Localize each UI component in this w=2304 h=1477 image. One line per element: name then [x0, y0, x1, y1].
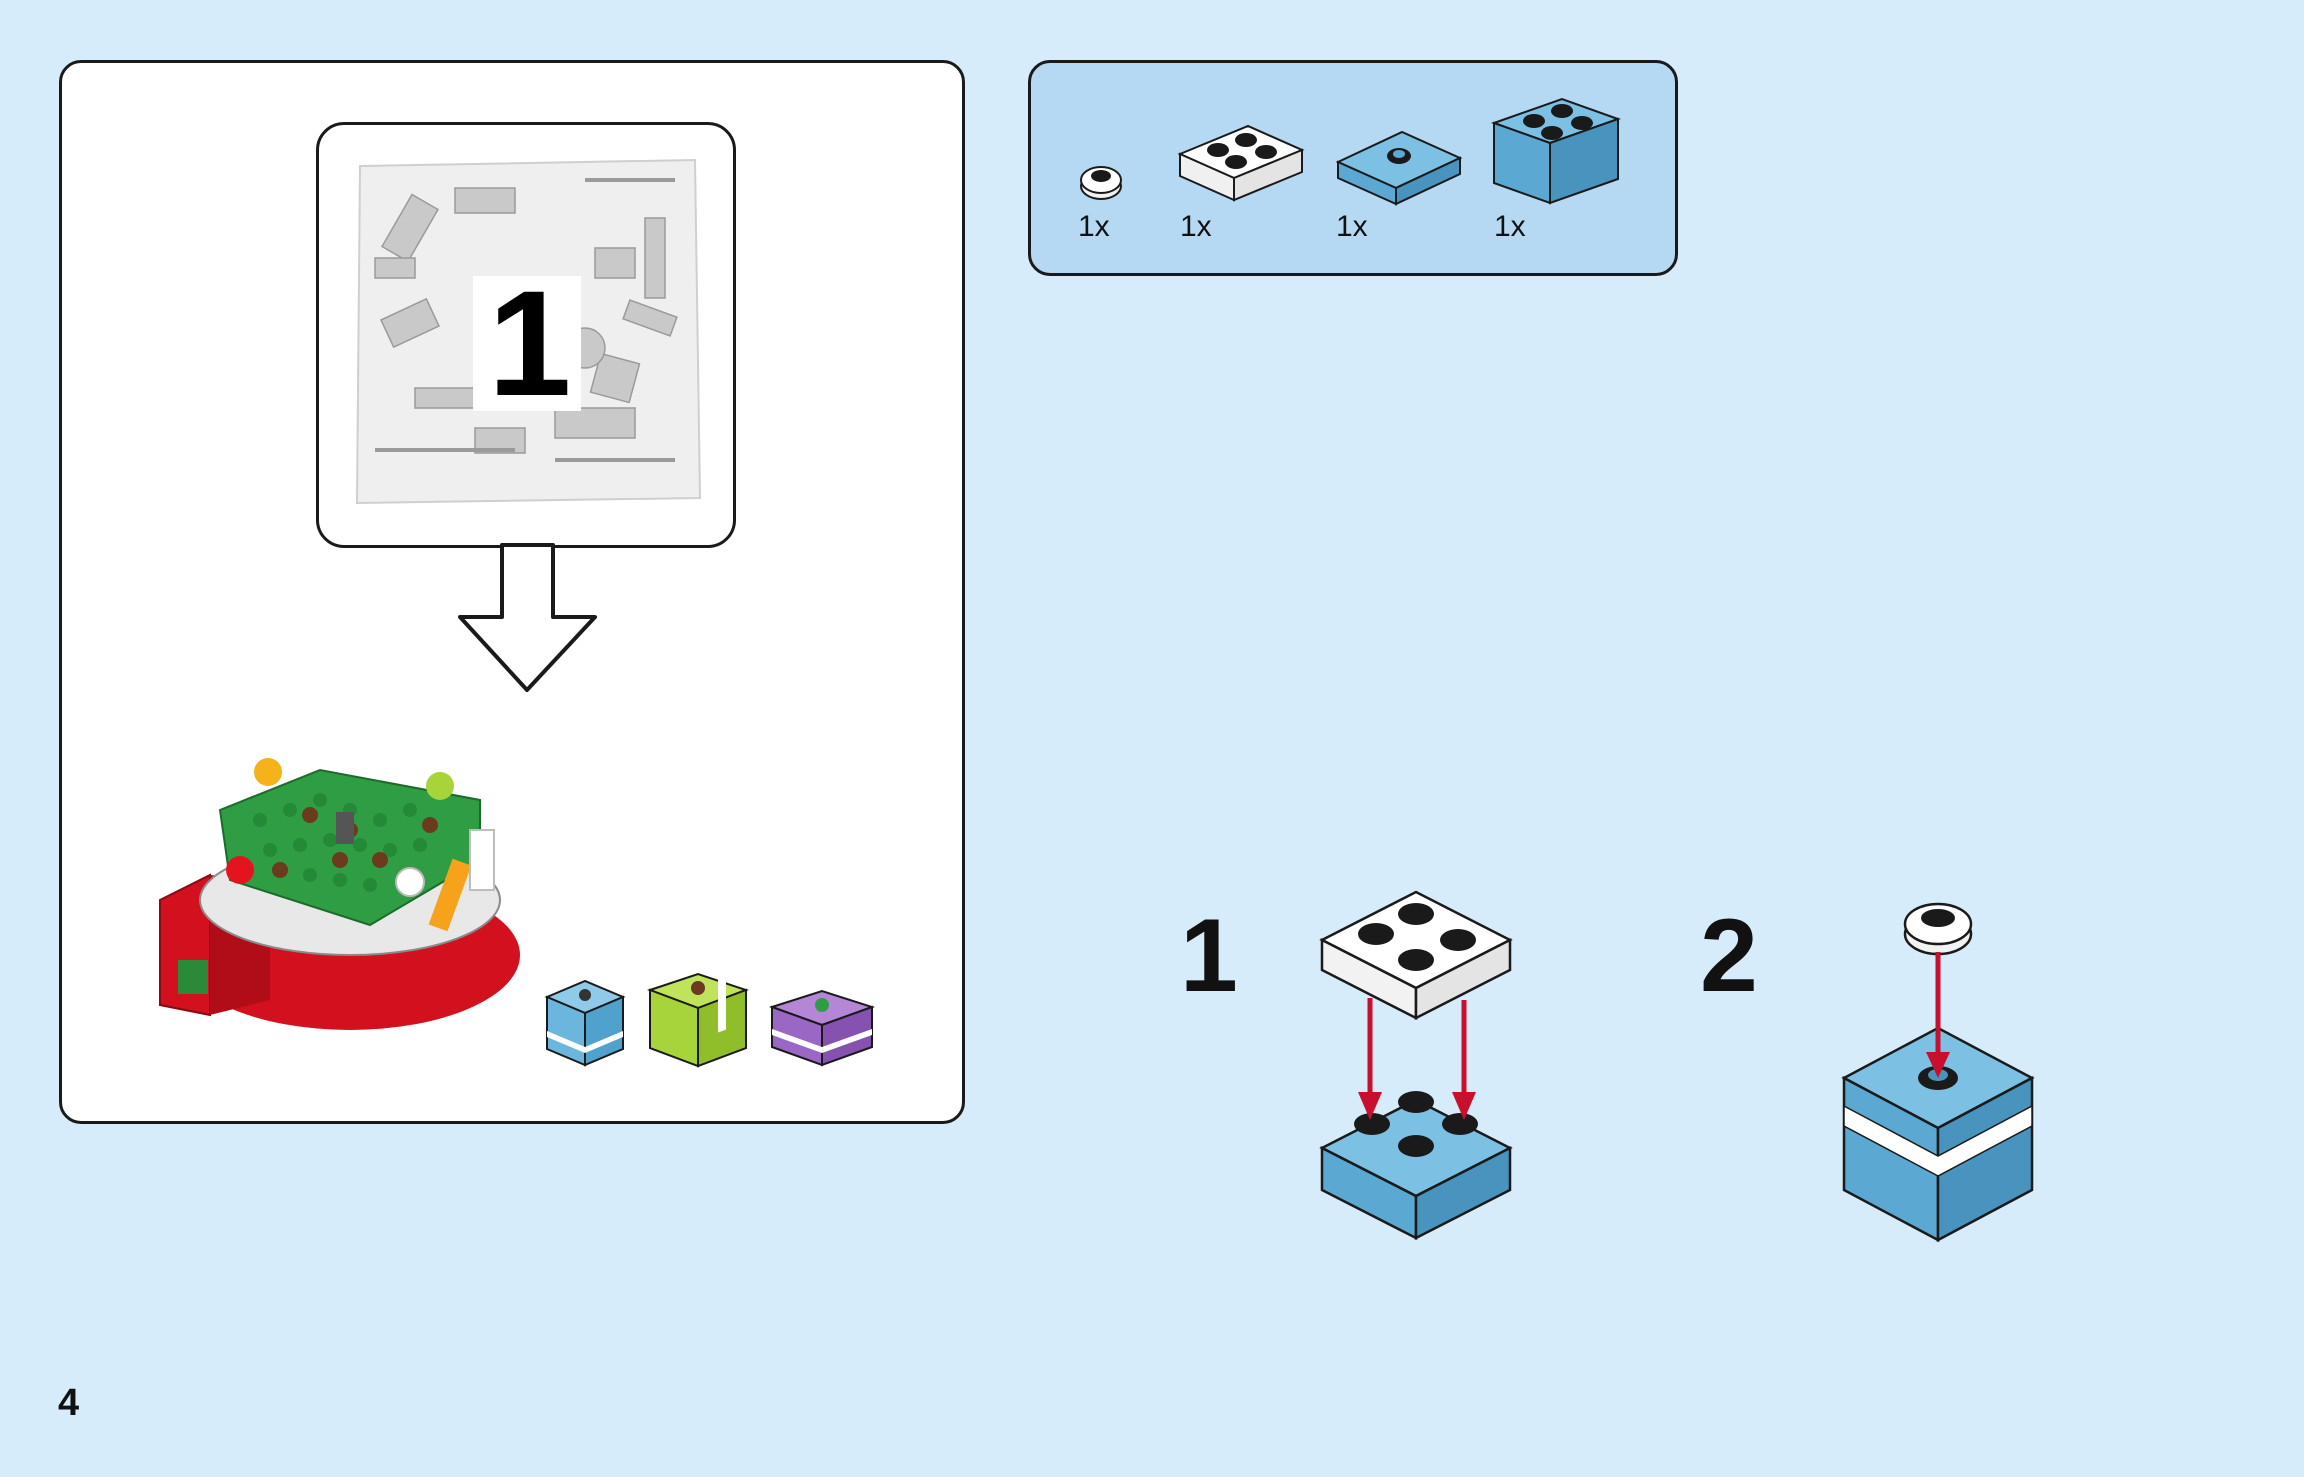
page-number: 4: [58, 1382, 80, 1424]
christmas-model-illustration: [159, 758, 520, 1030]
gift-box-purple: [768, 989, 876, 1067]
down-arrow-icon: [458, 543, 597, 692]
plate-2x2-white-icon: [1177, 124, 1305, 202]
step-number-2: 2: [1700, 898, 1758, 1014]
bag-number: 1: [488, 259, 572, 427]
gift-box-azure: [544, 979, 626, 1067]
part-qty-3: 1x: [1336, 210, 1368, 243]
part-qty-2: 1x: [1180, 210, 1212, 243]
step-2-assembly-illustration: [1841, 902, 2035, 1243]
part-qty-1: 1x: [1078, 210, 1110, 243]
gift-box-lime: [647, 969, 749, 1068]
brick-2x2-azure-icon: [1491, 97, 1621, 205]
part-qty-4: 1x: [1494, 210, 1526, 243]
tile-2x2-center-stud-azure-icon: [1335, 130, 1463, 206]
round-plate-1x1-white-icon: [1080, 166, 1122, 200]
step-number-1: 1: [1180, 898, 1238, 1014]
step-1-assembly-illustration: [1319, 890, 1513, 1241]
parts-bag-illustration: [355, 158, 702, 505]
